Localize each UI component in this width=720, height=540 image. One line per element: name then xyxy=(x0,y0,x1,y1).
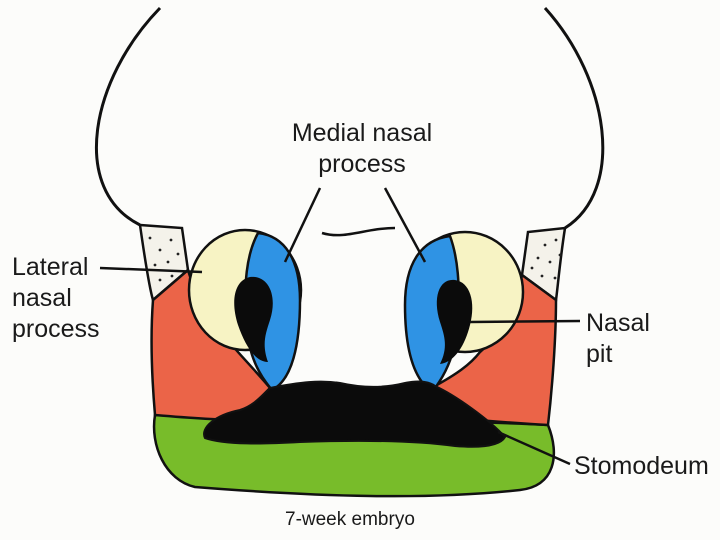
head-outline-right xyxy=(543,6,605,230)
leader-medial-right xyxy=(383,187,427,263)
label-pit-line-2: pit xyxy=(586,340,613,368)
label-medial-line-1: Medial nasal xyxy=(291,119,433,147)
leader-lateral xyxy=(99,266,203,274)
label-medial-nasal-process: Medial nasal process xyxy=(282,118,442,180)
brow-line xyxy=(321,226,396,237)
label-lateral-line-3: process xyxy=(12,315,100,343)
leader-nasal-pit xyxy=(469,319,581,324)
label-medial-line-2: process xyxy=(318,150,406,178)
label-lateral-line-1: Lateral xyxy=(12,253,89,281)
label-pit-line-1: Nasal xyxy=(586,309,650,337)
leader-stomodeum xyxy=(497,430,571,466)
dotted-stipple xyxy=(148,236,562,294)
stomodeum xyxy=(203,380,507,448)
figure-caption: 7-week embryo xyxy=(285,508,415,532)
nasal-pit-left xyxy=(234,276,273,362)
nasal-pit-right xyxy=(436,279,473,364)
head-outline xyxy=(94,6,162,227)
leader-medial-left xyxy=(283,187,322,263)
caption-text: 7-week embryo xyxy=(285,509,415,530)
label-stomodeum-text: Stomodeum xyxy=(574,452,709,480)
leader-lines xyxy=(99,187,581,466)
label-lateral-nasal-process: Lateral nasal process xyxy=(12,252,100,345)
label-nasal-pit: Nasal pit xyxy=(586,308,650,370)
label-stomodeum: Stomodeum xyxy=(574,451,709,482)
label-lateral-line-2: nasal xyxy=(12,284,72,312)
